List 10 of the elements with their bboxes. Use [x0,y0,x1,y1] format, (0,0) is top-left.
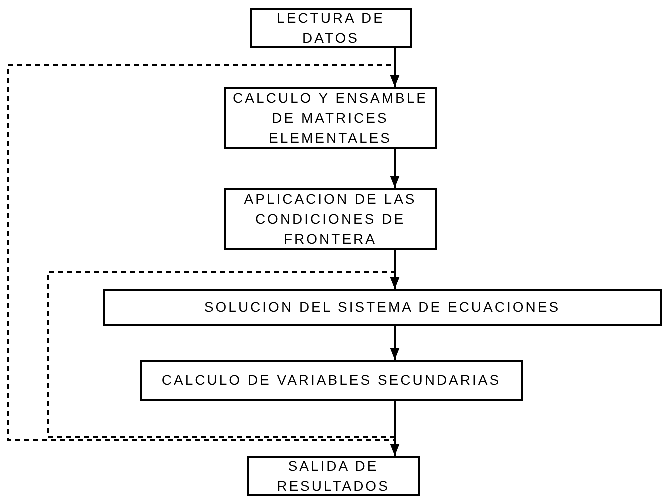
process-box: LECTURA DE DATOS [250,8,412,48]
process-box: APLICACION DE LAS CONDICIONES DE FRONTERA [224,188,437,250]
dashed-feedback-arrow [7,64,400,441]
process-box: CALCULO Y ENSAMBLE DE MATRICES ELEMENTALES [224,87,437,149]
arrow [390,149,400,188]
process-box: CALCULO DE VARIABLES SECUNDARIAS [140,360,523,401]
dashed-feedback-arrow [47,271,400,438]
process-box: SOLUCION DEL SISTEMA DE ECUACIONES [103,289,662,326]
arrow [390,326,400,360]
process-box: SALIDA DE RESULTADOS [247,456,420,496]
